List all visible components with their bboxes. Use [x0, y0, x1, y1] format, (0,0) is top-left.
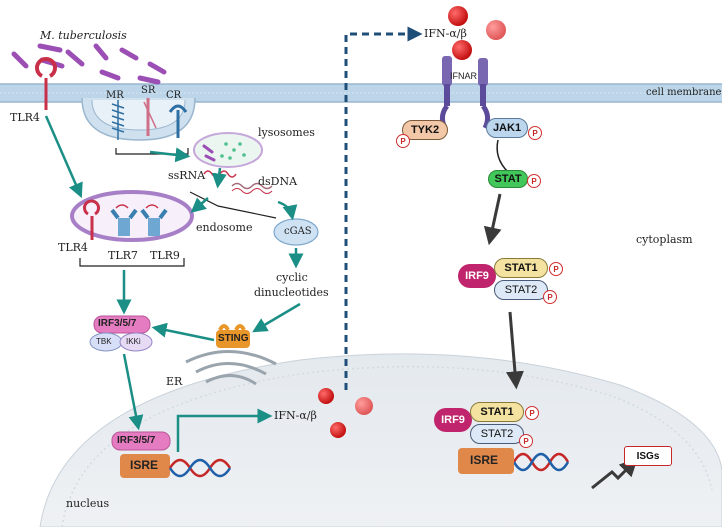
endosome-label: endosome: [196, 221, 253, 234]
tlr7-receptor: [110, 204, 138, 236]
sr-receptor: [143, 98, 157, 136]
dna-helix-left: [168, 458, 232, 478]
er-membrane: [185, 350, 277, 386]
arrow-isre-isgs: [591, 458, 638, 490]
dna-helix-right: [512, 452, 570, 472]
ssrna-label: ssRNA: [168, 169, 206, 182]
arrow-tlr4-endosome: [44, 115, 83, 199]
stat1-node-b: STAT1: [470, 402, 524, 422]
irf9-node-a: IRF9: [458, 264, 496, 288]
jak1-node: JAK1: [486, 118, 528, 138]
lysosome: [193, 132, 263, 168]
stat-node: STAT: [488, 170, 528, 188]
irf357-top-label: IRF3/5/7: [98, 318, 137, 329]
stat1-node-a: STAT1: [494, 258, 548, 278]
stat2-node-a: STAT2: [494, 280, 548, 300]
arrow-sting-irf: [151, 322, 215, 342]
cr-label: CR: [166, 90, 182, 101]
mr-label: MR: [106, 90, 124, 101]
arrow-dsdna-cgas: [277, 200, 298, 221]
ifn-molecules-nucleus: [318, 388, 373, 438]
sting-label: STING: [218, 333, 249, 344]
tlr4-surface-receptor: [35, 56, 57, 110]
er-label: ER: [166, 375, 183, 388]
arrow-irf-nucleus: [122, 353, 144, 431]
ikki-label: IKKi: [126, 337, 141, 346]
tyk2-phospho: P: [396, 134, 410, 148]
arrow-pocket-lysosome: [149, 147, 191, 163]
irf357-box-top: [93, 315, 151, 334]
irf357-nucleus-label: IRF3/5/7: [117, 435, 156, 446]
stat2-phospho-b: P: [519, 434, 533, 448]
tlr7-label: TLR7: [108, 249, 138, 262]
bacteria: [11, 43, 167, 85]
cytoplasm-label: cytoplasm: [636, 233, 693, 246]
ifnar-label: IFNAR: [450, 71, 477, 81]
arrow-cyclic-sting: [252, 302, 301, 333]
sr-label: SR: [141, 85, 156, 96]
irf9-node-b: IRF9: [434, 408, 472, 432]
ifn-nucleus-label: IFN-α/β: [274, 409, 317, 422]
isgs-box: ISGs: [624, 446, 672, 466]
nucleus-shape: [39, 353, 722, 527]
isre-box-left: [120, 454, 170, 478]
nucleus-label: nucleus: [66, 497, 110, 510]
arrow-lysosome-down: [211, 167, 227, 189]
tyk2-node: TYK2: [402, 120, 448, 140]
tlr4-surface-label: TLR4: [10, 111, 40, 124]
stat2-phospho-a: P: [543, 290, 557, 304]
tlr9-label: TLR9: [150, 249, 180, 262]
arrow-complex-nucleus: [505, 311, 524, 390]
jak1-phospho: P: [528, 126, 542, 140]
sting-box: [216, 330, 250, 348]
lysosomes-label: lysosomes: [258, 126, 315, 139]
ifn-top-label: IFN-α/β: [424, 27, 467, 40]
irf357-box-nucleus: [111, 431, 171, 451]
cr-receptor: [168, 104, 188, 138]
arrow-isre-ifn: [176, 408, 273, 452]
mr-receptor: [111, 100, 125, 140]
tbk-label: TBK: [96, 337, 112, 346]
arrow-stat-complex: [483, 193, 502, 246]
ikki-oval: [119, 332, 153, 352]
dinucleotides-label: dinucleotides: [254, 286, 329, 299]
stat1-phospho-b: P: [525, 406, 539, 420]
ifnar-receptor: [439, 56, 491, 130]
stat1-phospho-a: P: [549, 262, 563, 276]
isre-left-label: ISRE: [130, 458, 159, 472]
isre-right-label: ISRE: [470, 453, 499, 467]
cyclic-label: cyclic: [276, 271, 308, 284]
tlr4-endosomal: [83, 199, 100, 240]
stat2-node-b: STAT2: [470, 424, 524, 444]
arrow-ssrna-endosome: [190, 197, 209, 213]
dsdna-strand: [231, 182, 273, 190]
stat-phospho: P: [527, 174, 541, 188]
cell-membrane-label: cell membrane: [646, 87, 722, 98]
tlr4-endo-label: TLR4: [58, 241, 88, 254]
dsdna-label: dsDNA: [258, 175, 298, 188]
cgas-label: cGAS: [284, 226, 312, 237]
ifn-molecules-top: [448, 6, 506, 60]
tlr9-receptor: [140, 204, 168, 236]
isre-box-right: [458, 448, 514, 474]
mtb-label: M. tuberculosis: [40, 29, 127, 42]
